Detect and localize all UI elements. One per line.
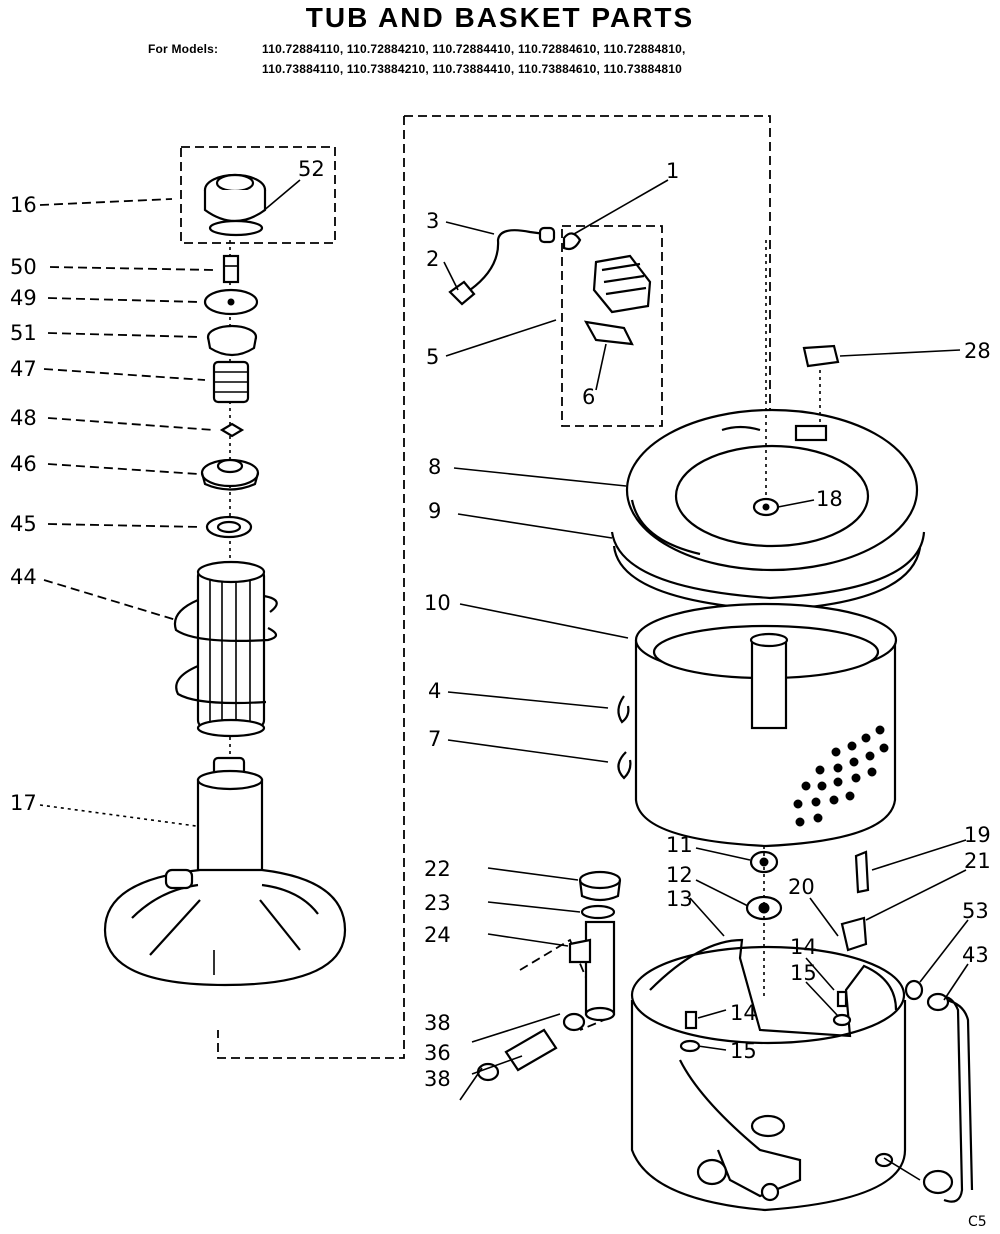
snubber — [840, 850, 870, 952]
callout-45: 45 — [10, 512, 37, 536]
callout-9: 9 — [428, 499, 441, 523]
pump-body-24 — [568, 920, 616, 1022]
callout-38-upper: 38 — [424, 1011, 451, 1035]
callout-50: 50 — [10, 255, 37, 279]
callout-28: 28 — [964, 339, 991, 363]
callout-15-right: 15 — [790, 961, 817, 985]
models-label: For Models: — [148, 42, 219, 56]
group-box-basket-assembly — [217, 115, 771, 1059]
timer-block — [592, 254, 652, 314]
callout-53: 53 — [962, 899, 989, 923]
callout-14-left: 14 — [730, 1001, 757, 1025]
callout-36: 36 — [424, 1041, 451, 1065]
callout-46: 46 — [10, 452, 37, 476]
hose-end-clamp — [922, 1169, 954, 1195]
callout-4: 4 — [428, 679, 441, 703]
agitator-cap — [203, 173, 267, 237]
tub-cover-clip — [802, 344, 840, 368]
callout-6: 6 — [582, 385, 595, 409]
callout-2: 2 — [426, 247, 439, 271]
leader-lines — [39, 179, 969, 1181]
basket-nut — [752, 497, 780, 517]
callout-20: 20 — [788, 875, 815, 899]
bushing — [205, 515, 253, 539]
hose-assembly — [448, 226, 556, 306]
group-box-5-6 — [561, 225, 663, 427]
model-numbers-line-2: 110.73884110, 110.73884210, 110.73884410… — [262, 62, 683, 76]
callout-14-right: 14 — [790, 935, 817, 959]
callout-48: 48 — [10, 406, 37, 430]
tub-bolt-right — [832, 990, 852, 1027]
callout-3: 3 — [426, 209, 439, 233]
tub-ring — [625, 408, 919, 572]
outer-tub — [630, 938, 907, 1212]
callout-47: 47 — [10, 357, 37, 381]
clamp-38-upper — [562, 1012, 586, 1032]
hose-clamp — [562, 232, 582, 251]
agitator-cam — [206, 324, 258, 357]
callout-12: 12 — [666, 863, 693, 887]
callout-49: 49 — [10, 286, 37, 310]
dog-assembly — [200, 458, 260, 491]
callout-5: 5 — [426, 345, 439, 369]
callout-38-lower: 38 — [424, 1067, 451, 1091]
page-title: TUB AND BASKET PARTS — [305, 2, 695, 33]
pad — [583, 320, 634, 346]
callout-52: 52 — [298, 157, 325, 181]
callout-16: 16 — [10, 193, 37, 217]
agitator-bolt — [222, 254, 240, 284]
group-box-16-52 — [180, 146, 336, 244]
wash-basket — [634, 602, 898, 848]
callout-13: 13 — [666, 887, 693, 911]
hose-clamp-53 — [904, 979, 924, 1001]
callout-8: 8 — [428, 455, 441, 479]
callout-15-left: 15 — [730, 1039, 757, 1063]
callout-43: 43 — [962, 943, 989, 967]
basket-clip-4 — [617, 695, 630, 724]
callout-22: 22 — [424, 857, 451, 881]
callout-labels: 16 52 50 49 51 47 48 46 45 44 17 1 3 2 5… — [10, 157, 991, 1230]
agitator-spring — [212, 360, 250, 404]
coupling-22 — [578, 870, 622, 902]
callout-11: 11 — [666, 833, 693, 857]
agitator-barrel — [173, 560, 278, 738]
seal-ring — [219, 422, 245, 438]
basket-perforations — [793, 725, 889, 827]
callout-21: 21 — [964, 849, 991, 873]
callout-24: 24 — [424, 923, 451, 947]
callout-23: 23 — [424, 891, 451, 915]
agitator-base — [103, 756, 347, 987]
seal — [745, 895, 783, 921]
seal-23 — [580, 904, 616, 920]
corner-code: C5 — [968, 1214, 987, 1230]
basket-clip-7 — [617, 751, 632, 780]
model-numbers-line-1: 110.72884110, 110.72884210, 110.72884410… — [262, 42, 686, 56]
callout-17: 17 — [10, 791, 37, 815]
callout-19: 19 — [964, 823, 991, 847]
callout-7: 7 — [428, 727, 441, 751]
tube-36 — [504, 1028, 558, 1072]
callout-44: 44 — [10, 565, 37, 589]
callout-18: 18 — [816, 487, 843, 511]
callout-10: 10 — [424, 591, 451, 615]
callout-1: 1 — [666, 159, 679, 183]
callout-51: 51 — [10, 321, 37, 345]
